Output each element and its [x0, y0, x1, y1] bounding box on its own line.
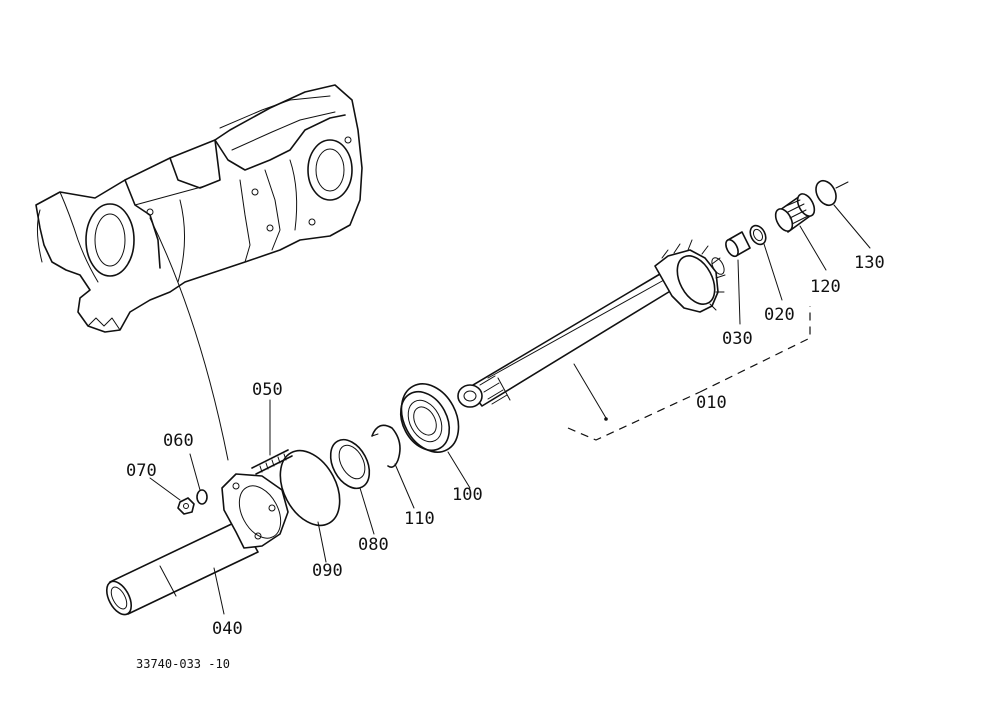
part-090-o-ring [279, 449, 341, 527]
label-060: 060 [163, 431, 194, 451]
assembly-arrow [149, 217, 229, 461]
part-040-housing [105, 473, 289, 616]
part-110-snap-ring [371, 424, 401, 468]
assembly-bracket-010 [567, 306, 811, 441]
part-100-ball-bearing [399, 383, 460, 453]
part-120-needle-bearing [774, 193, 816, 233]
label-080: 080 [358, 535, 389, 555]
part-030-bush [725, 231, 751, 258]
part-080-oil-seal [329, 438, 371, 490]
label-100: 100 [452, 485, 483, 505]
leader-lines [149, 204, 871, 615]
part-130-circlip [815, 179, 849, 207]
label-020: 020 [764, 305, 795, 325]
drawing-code: 33740-033 -10 [136, 657, 230, 671]
label-030: 030 [722, 329, 753, 349]
part-050-stud [251, 449, 293, 475]
part-010-shaft [457, 239, 726, 408]
part-020-collar [749, 224, 767, 246]
label-130: 130 [854, 253, 885, 273]
transmission-case [35, 84, 363, 333]
label-050: 050 [252, 380, 283, 400]
label-090: 090 [312, 561, 343, 581]
label-070: 070 [126, 461, 157, 481]
part-070-nut [177, 497, 195, 515]
label-120: 120 [810, 277, 841, 297]
label-110: 110 [404, 509, 435, 529]
part-060-washer [196, 489, 208, 505]
label-040: 040 [212, 619, 243, 639]
label-010: 010 [696, 393, 727, 413]
leader-dot [604, 417, 608, 421]
